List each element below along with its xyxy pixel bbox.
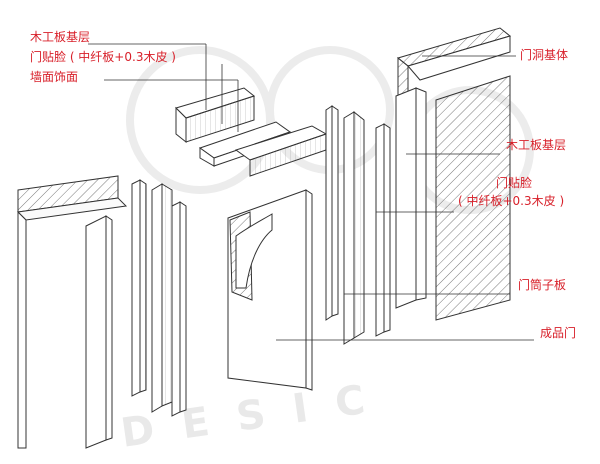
label-door-opening-base: 门洞基体 <box>520 48 569 62</box>
label-finished-door: 成品门 <box>540 326 577 340</box>
label-door-casing-top: 门贴脸 ( 中纤板+0.3木皮 ) <box>30 50 176 64</box>
label-door-casing-material: ( 中纤板+0.3木皮 ) <box>458 194 565 208</box>
right-wall <box>395 27 512 321</box>
leader-lines <box>88 43 534 341</box>
label-plywood-base: 木工板基层 <box>506 138 567 152</box>
door-leaf <box>227 189 313 391</box>
label-wall-finish: 墙面饰面 <box>30 70 79 84</box>
label-plywood-base-top: 木工板基层 <box>30 30 91 44</box>
left-casing <box>85 215 113 449</box>
label-door-casing: 门贴脸 <box>496 176 533 190</box>
label-jamb-board: 门筒子板 <box>518 278 567 292</box>
middle-strips <box>325 105 391 345</box>
left-strips <box>131 179 187 417</box>
left-wall <box>16 175 128 449</box>
